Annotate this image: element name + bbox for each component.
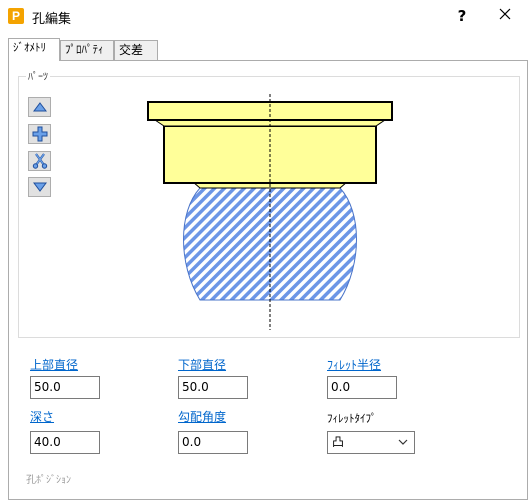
move-down-button[interactable]: [28, 177, 51, 197]
upper-diameter-input[interactable]: 50.0: [30, 376, 100, 399]
parts-group-label: ﾊﾟｰﾂ: [26, 68, 50, 83]
lower-diameter-input[interactable]: 50.0: [178, 376, 248, 399]
plus-icon: [32, 126, 47, 142]
fillet-type-label: ﾌｨﾚｯﾄﾀｲﾌﾟ: [327, 412, 377, 425]
title-bar: P 孔編集 ?: [0, 0, 530, 32]
help-button[interactable]: ?: [457, 7, 467, 25]
fillet-type-select[interactable]: 凸: [327, 431, 415, 454]
window-title: 孔編集: [32, 12, 72, 27]
upper-diameter-label[interactable]: 上部直径: [30, 358, 79, 372]
close-icon: [499, 8, 511, 20]
depth-input[interactable]: 40.0: [30, 431, 100, 454]
parts-group: [18, 76, 520, 338]
tab-intersection[interactable]: 交差: [114, 40, 158, 60]
chevron-down-icon: [398, 432, 408, 460]
tab-strip: ｼﾞｵﾒﾄﾘ ﾌﾟﾛﾊﾟﾃｨ 交差: [8, 38, 528, 61]
triangle-down-icon: [32, 182, 47, 192]
scissors-icon: [32, 153, 47, 169]
draft-angle-label[interactable]: 勾配角度: [178, 410, 227, 424]
hole-preview: [147, 94, 393, 330]
triangle-up-icon: [32, 102, 47, 112]
move-up-button[interactable]: [28, 97, 51, 117]
delete-part-button[interactable]: [28, 151, 51, 171]
tab-geometry[interactable]: ｼﾞｵﾒﾄﾘ: [8, 38, 60, 61]
hole-position-group-label: 孔ﾎﾟｼﾞｼｮﾝ: [26, 475, 71, 486]
close-button[interactable]: [490, 4, 520, 28]
add-part-button[interactable]: [28, 124, 51, 144]
lower-diameter-label[interactable]: 下部直径: [178, 358, 227, 372]
fillet-type-value: 凸: [332, 435, 345, 449]
app-icon: P: [8, 8, 24, 24]
fillet-radius-input[interactable]: 0.0: [327, 376, 397, 399]
depth-label[interactable]: 深さ: [30, 410, 55, 424]
tab-properties[interactable]: ﾌﾟﾛﾊﾟﾃｨ: [60, 40, 114, 60]
fillet-radius-label[interactable]: ﾌｨﾚｯﾄ半径: [327, 358, 382, 372]
draft-angle-input[interactable]: 0.0: [178, 431, 248, 454]
